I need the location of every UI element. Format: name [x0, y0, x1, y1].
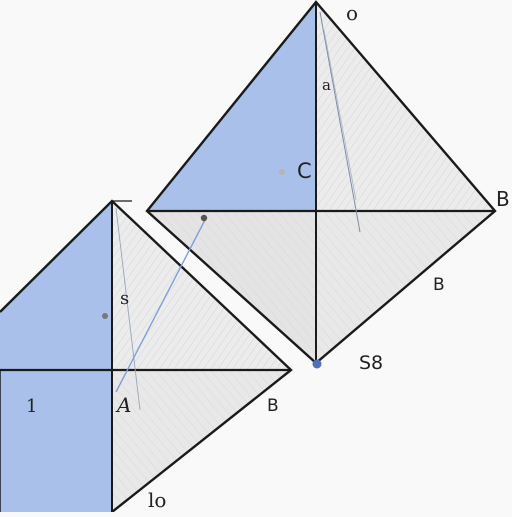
point-dot-bottom [312, 359, 322, 369]
label-mid-bottom: S8 [359, 352, 383, 374]
point-dot-center [279, 169, 285, 175]
upper-construction-line [319, 11, 361, 233]
label-upper-mid: a [322, 76, 331, 94]
lower-bottom-blue-region [0, 370, 112, 512]
label-center: C [297, 159, 312, 183]
label-left: 1 [26, 396, 37, 417]
lower-rhombus [0, 199, 293, 513]
lower-rhombus-outline [0, 199, 293, 513]
label-lower-right: B [267, 396, 279, 416]
label-lower-left-mid: s [120, 288, 129, 309]
label-lower-center: A [115, 393, 131, 417]
label-right: B [496, 187, 510, 211]
point-dot-left [200, 214, 208, 222]
lower-left-blue-region [0, 201, 112, 370]
label-right-lower: B [433, 275, 445, 295]
label-bottom: lo [148, 488, 166, 512]
label-top: o [346, 1, 358, 25]
connector-line [115, 217, 207, 393]
point-dot-lower [102, 313, 108, 319]
